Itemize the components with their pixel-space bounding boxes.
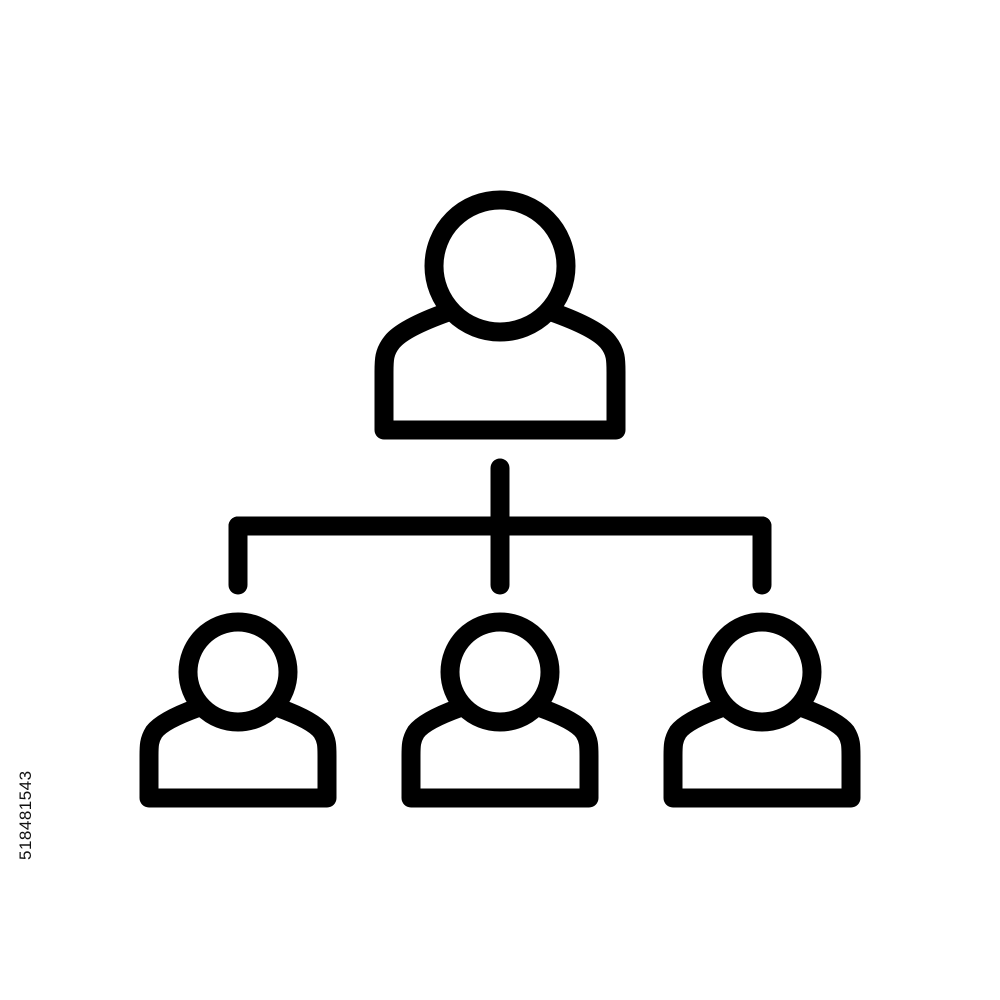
root-person-icon — [374, 190, 626, 440]
child-person-body — [663, 698, 861, 808]
child-person-head — [440, 612, 560, 732]
child-person-icon-middle — [401, 612, 599, 808]
child-person-head — [178, 612, 298, 732]
stock-id-watermark: 518481543 — [16, 770, 35, 860]
child-person-body — [401, 698, 599, 808]
root-person-body — [374, 302, 626, 440]
connector-lines — [228, 458, 772, 595]
child-person-icon-left — [139, 612, 337, 808]
child-person-body — [139, 698, 337, 808]
root-person-head — [424, 190, 576, 342]
child-person-head — [702, 612, 822, 732]
child-person-icon-right — [663, 612, 861, 808]
